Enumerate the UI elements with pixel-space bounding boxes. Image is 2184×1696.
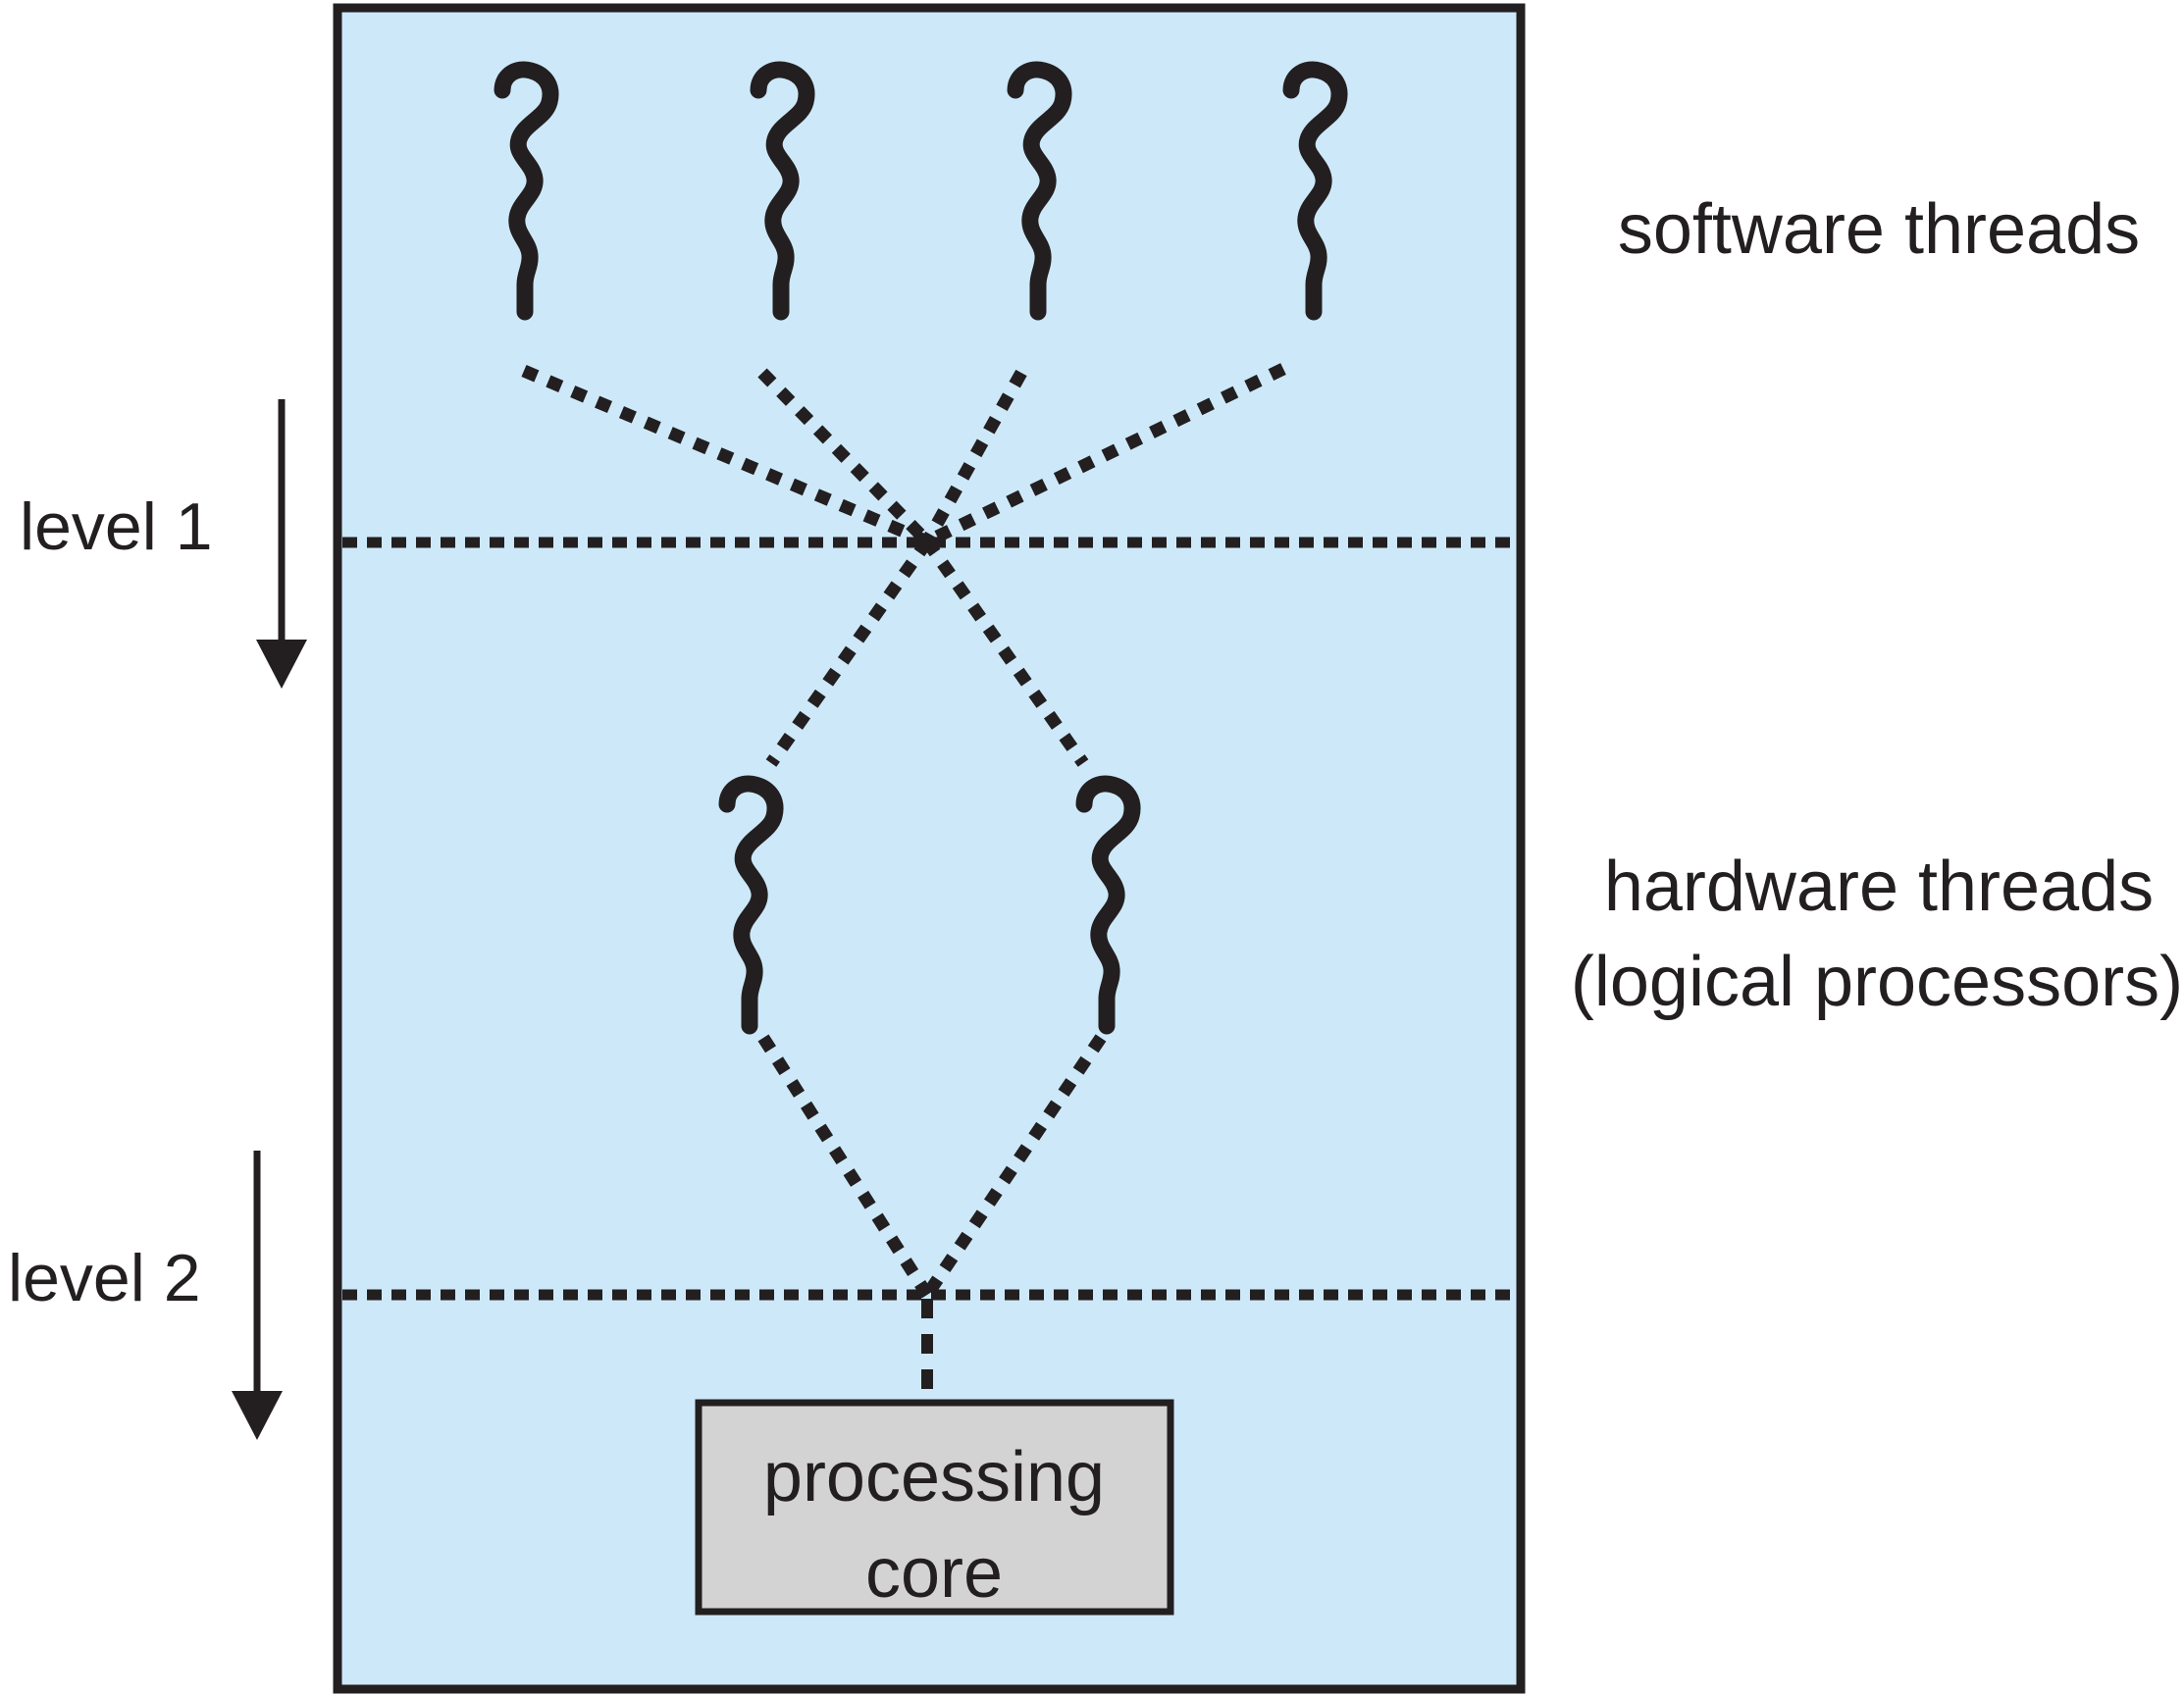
level2-down-arrow-icon <box>232 1151 283 1440</box>
level1-label: level 1 <box>20 489 213 564</box>
arrow-head <box>232 1391 283 1440</box>
processing-core-box <box>695 1399 1174 1616</box>
processing-core-label-line1: processing <box>763 1438 1105 1516</box>
software-threads-label: software threads <box>1618 190 2140 269</box>
mapping-ray <box>921 538 1089 767</box>
mapping-ray <box>521 365 930 547</box>
processing-core-label-line2: core <box>865 1534 1003 1613</box>
software-to-level1-rays <box>521 363 1286 547</box>
arrow-head <box>256 640 307 689</box>
level1-down-arrow-icon <box>256 399 307 689</box>
mapping-ray <box>757 368 932 546</box>
hardware-threads-label-line1: hardware threads <box>1604 848 2154 926</box>
level2-label: level 2 <box>8 1241 201 1315</box>
level1-to-hardware-rays <box>765 538 1089 767</box>
mapping-ray <box>924 363 1286 547</box>
hardware-threads-label-line2: (logical processors) <box>1571 943 2183 1021</box>
mapping-ray <box>765 538 933 767</box>
mapping-ray <box>921 369 1027 545</box>
